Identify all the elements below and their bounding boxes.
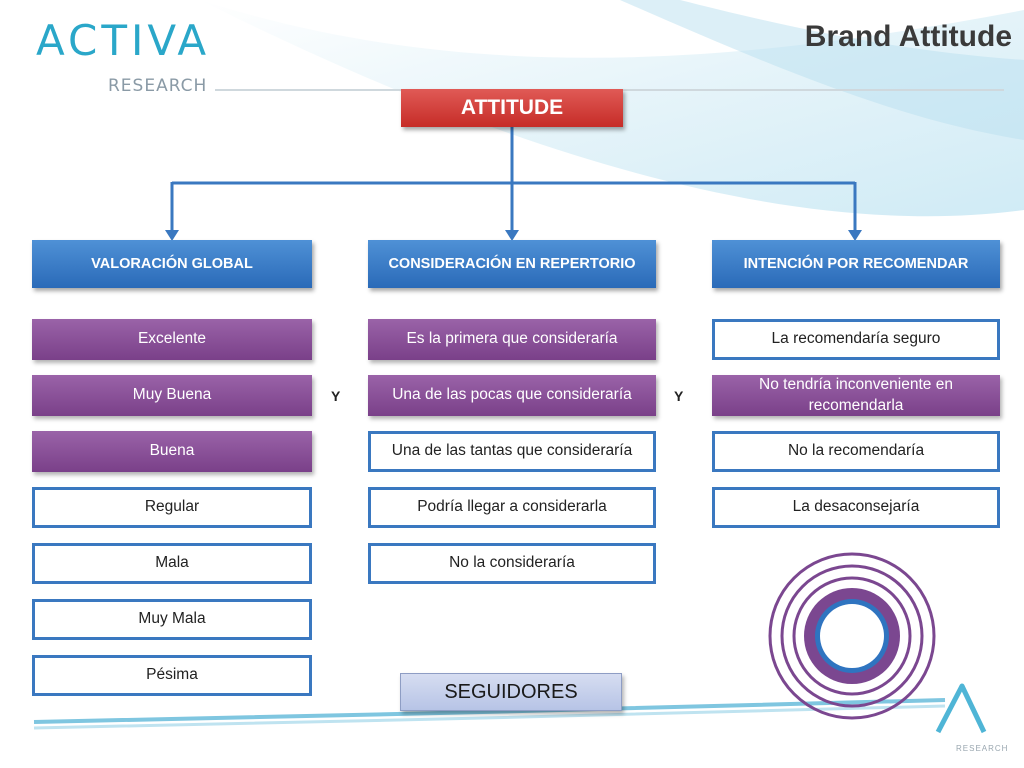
scale-item: Pésima bbox=[32, 655, 312, 696]
page-title: Brand Attitude bbox=[804, 20, 1012, 53]
scale-item: Una de las tantas que consideraría bbox=[368, 431, 656, 472]
scale-item: La recomendaría seguro bbox=[712, 319, 1000, 360]
scale-item: Buena bbox=[32, 431, 312, 472]
scale-item: Muy Mala bbox=[32, 599, 312, 640]
scale-item: Mala bbox=[32, 543, 312, 584]
logo-subtitle: RESEARCH bbox=[108, 76, 208, 96]
scale-item: Una de las pocas que consideraría bbox=[368, 375, 656, 416]
scale-item: Muy Buena bbox=[32, 375, 312, 416]
target-rings-icon bbox=[768, 552, 936, 720]
column-header-intencion: INTENCIÓN POR RECOMENDAR bbox=[712, 240, 1000, 288]
column-header-consideracion: CONSIDERACIÓN EN REPERTORIO bbox=[368, 240, 656, 288]
scale-item: No tendría inconveniente en recomendarla bbox=[712, 375, 1000, 416]
column-header-valoracion: VALORACIÓN GLOBAL bbox=[32, 240, 312, 288]
scale-item: Excelente bbox=[32, 319, 312, 360]
scale-item: Regular bbox=[32, 487, 312, 528]
scale-item: La desaconsejaría bbox=[712, 487, 1000, 528]
connector-y-right: Y bbox=[674, 388, 684, 404]
scale-item: No la recomendaría bbox=[712, 431, 1000, 472]
scale-item: Podría llegar a considerarla bbox=[368, 487, 656, 528]
seguidores-label: SEGUIDORES bbox=[400, 673, 622, 711]
scale-item: No la consideraría bbox=[368, 543, 656, 584]
connector-y-left: Y bbox=[331, 388, 341, 404]
footer-logo-text: RESEARCH bbox=[956, 744, 1009, 753]
scale-item: Es la primera que consideraría bbox=[368, 319, 656, 360]
root-node-attitude: ATTITUDE bbox=[401, 89, 623, 127]
activa-mark-icon bbox=[935, 683, 987, 734]
logo-wordmark: ACTIVA bbox=[36, 16, 211, 65]
